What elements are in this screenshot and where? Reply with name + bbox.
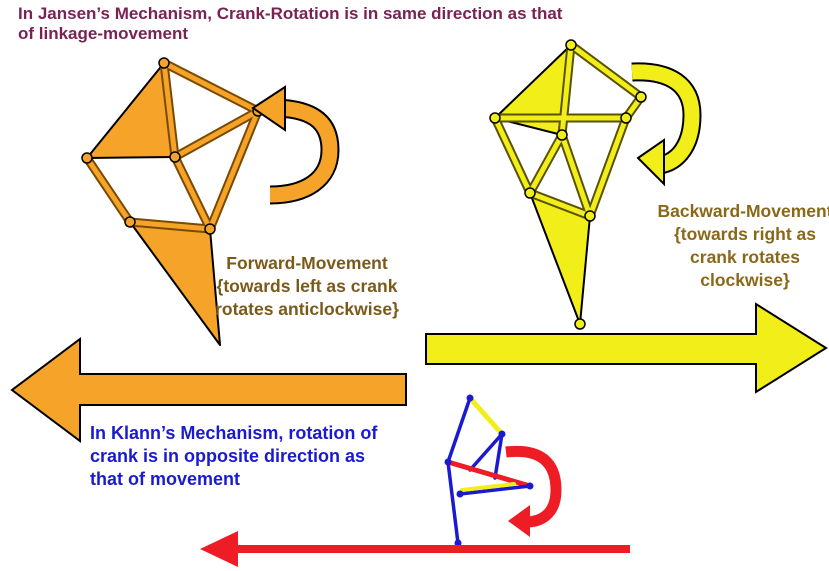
rotation-arrow-orange-icon	[251, 85, 340, 205]
klann-joints	[444, 394, 534, 547]
klann-caption: In Klann’s Mechanism, rotation of crank …	[90, 423, 378, 489]
jansen-linkage-orange	[81, 57, 264, 346]
movement-arrow-red-icon	[200, 531, 630, 567]
forward-movement-caption: Forward-Movement {towards left as crank …	[215, 253, 399, 319]
backward-movement-caption: Backward-Movement {towards right as cran…	[657, 201, 829, 290]
rotation-arrow-yellow-icon	[631, 62, 702, 187]
jansen-foot-triangle-orange	[129, 221, 221, 346]
jansen-links-yellow-fill	[492, 42, 644, 219]
forward-arrow-orange-icon	[10, 337, 407, 443]
klann-linkage	[444, 394, 534, 547]
backward-arrow-yellow-icon	[425, 302, 828, 394]
jansen-joints-yellow	[489, 39, 647, 330]
jansen-caption: In Jansen’s Mechanism, Crank-Rotation is…	[18, 4, 563, 43]
jansen-links-orange-fill	[84, 60, 261, 232]
jansen-linkage-yellow	[489, 39, 647, 330]
rotation-arrow-red-icon	[505, 445, 562, 537]
